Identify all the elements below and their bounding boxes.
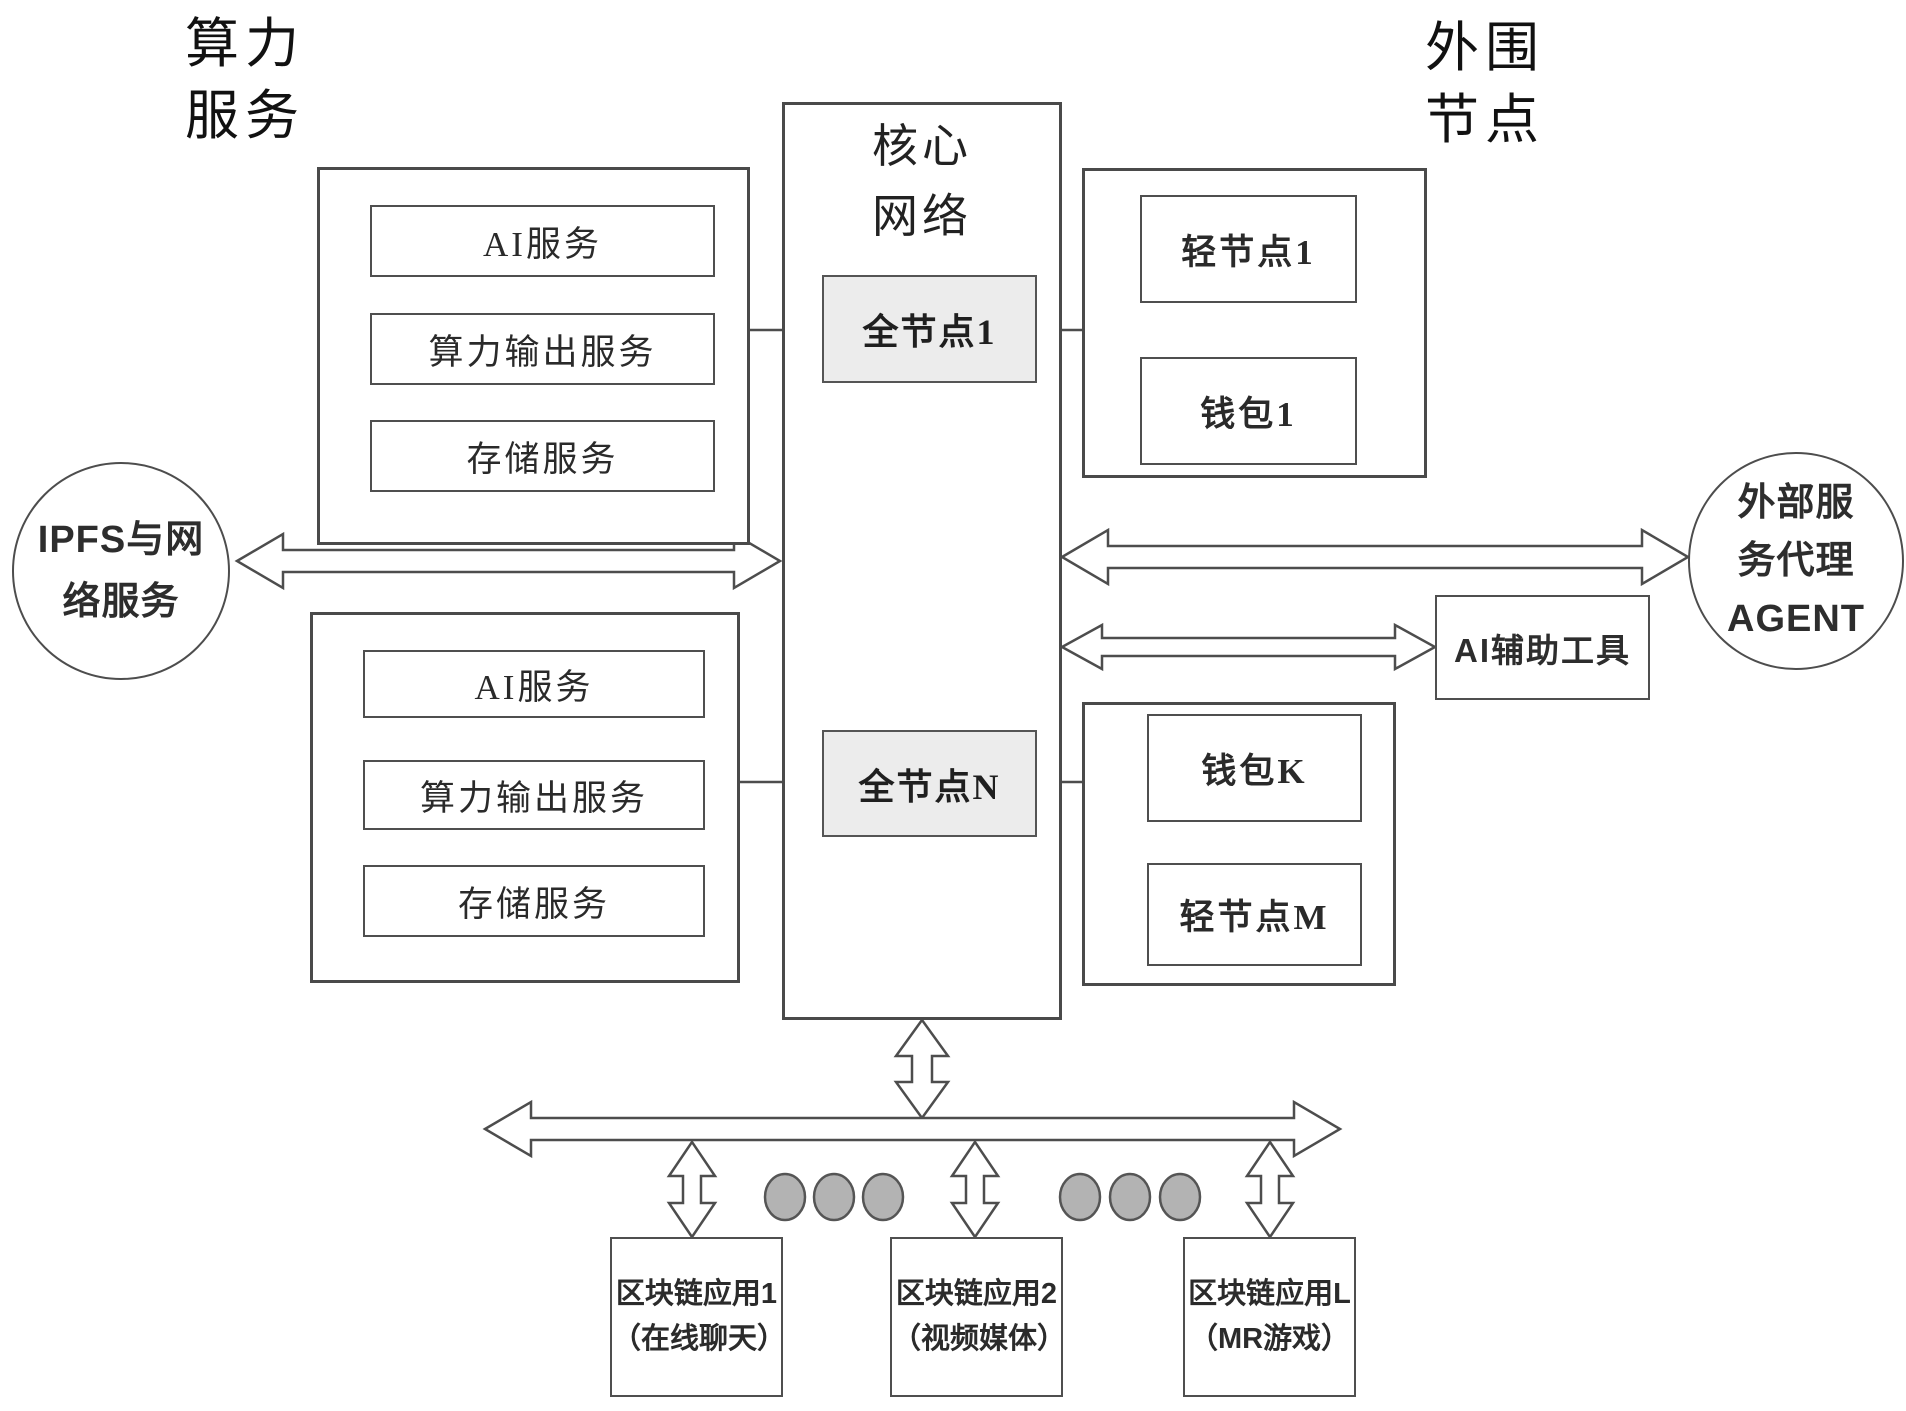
wallet-1-label: 钱包1 — [1200, 394, 1297, 434]
core-title-line1: 核心 — [872, 121, 972, 172]
bus-ellipsis-dot — [1058, 1172, 1102, 1222]
compute-top-ai-service-box: AI服务 — [370, 205, 715, 277]
header-peripheral-line2: 节点 — [1425, 90, 1545, 150]
ipfs-circle-line2: 络服务 — [62, 581, 180, 623]
header-compute-line1: 算力 — [185, 14, 305, 74]
bus-ellipsis-dot — [763, 1172, 807, 1222]
compute-top-storage-service-box: 存储服务 — [370, 420, 715, 492]
bus-ellipsis-dot — [1108, 1172, 1152, 1222]
header-compute-services: 算力 服务 — [155, 8, 335, 152]
compute-top-output-service-label: 算力输出服务 — [428, 332, 657, 372]
app-l-line2: （MR游戏） — [1188, 1323, 1351, 1355]
header-peripheral-line1: 外围 — [1425, 18, 1545, 78]
light-node-1-box: 轻节点1 — [1140, 195, 1357, 303]
blockchain-app-l-box: 区块链应用L （MR游戏） — [1183, 1237, 1356, 1397]
agent-circle-line2: 务代理 — [1737, 540, 1855, 582]
external-agent-circle: 外部服 务代理 AGENT — [1688, 452, 1904, 670]
app-1-line2: （在线聊天） — [612, 1323, 787, 1355]
blockchain-app-1-box: 区块链应用1 （在线聊天） — [610, 1237, 787, 1397]
arrow-bus-app2 — [949, 1139, 1001, 1240]
light-node-1-label: 轻节点1 — [1181, 232, 1316, 272]
blockchain-app-2-box: 区块链应用2 （视频媒体） — [890, 1237, 1067, 1397]
ai-tool-box: AI辅助工具 — [1435, 595, 1650, 700]
wallet-k-label: 钱包K — [1201, 751, 1308, 791]
ipfs-circle-line1: IPFS与网 — [37, 519, 205, 561]
arrow-core-bus — [893, 1017, 951, 1121]
arrow-app-bus — [482, 1099, 1343, 1159]
full-node-1-label: 全节点1 — [862, 312, 997, 352]
header-compute-line2: 服务 — [185, 86, 305, 146]
app-2-line1: 区块链应用2 — [895, 1278, 1058, 1310]
light-node-m-box: 轻节点M — [1147, 863, 1362, 966]
bus-ellipsis-dot — [812, 1172, 856, 1222]
wallet-1-box: 钱包1 — [1140, 357, 1357, 465]
app-l-line1: 区块链应用L — [1188, 1278, 1351, 1310]
core-network-box — [782, 102, 1062, 1020]
header-peripheral-nodes: 外围 节点 — [1400, 12, 1570, 156]
app-2-line2: （视频媒体） — [892, 1323, 1067, 1355]
arrow-bus-appl — [1244, 1139, 1296, 1240]
agent-circle-line1: 外部服 — [1737, 482, 1855, 524]
core-title-line2: 网络 — [872, 191, 972, 242]
compute-top-storage-service-label: 存储服务 — [466, 439, 619, 479]
compute-bottom-ai-service-label: AI服务 — [474, 667, 594, 707]
full-node-1-box: 全节点1 — [822, 275, 1037, 383]
bus-ellipsis-dot — [1158, 1172, 1202, 1222]
compute-bottom-ai-service-box: AI服务 — [363, 650, 705, 718]
compute-top-ai-service-label: AI服务 — [483, 224, 602, 264]
compute-bottom-output-service-box: 算力输出服务 — [363, 760, 705, 830]
full-node-n-label: 全节点N — [858, 766, 1001, 807]
compute-top-output-service-box: 算力输出服务 — [370, 313, 715, 385]
compute-bottom-storage-service-box: 存储服务 — [363, 865, 705, 937]
full-node-n-box: 全节点N — [822, 730, 1037, 837]
agent-circle-line3: AGENT — [1727, 598, 1865, 640]
ipfs-network-circle: IPFS与网 络服务 — [12, 462, 230, 680]
arrow-ipfs-core — [234, 531, 783, 591]
arrow-bus-app1 — [666, 1139, 718, 1240]
ai-tool-label: AI辅助工具 — [1454, 631, 1631, 669]
compute-bottom-storage-service-label: 存储服务 — [457, 884, 610, 924]
compute-bottom-output-service-label: 算力输出服务 — [419, 778, 648, 818]
app-1-line1: 区块链应用1 — [615, 1278, 778, 1310]
bus-ellipsis-dot — [861, 1172, 905, 1222]
core-network-title: 核心 网络 — [782, 112, 1062, 252]
arrow-core-agent — [1059, 527, 1691, 587]
arrow-core-aitool — [1059, 622, 1438, 672]
light-node-m-label: 轻节点M — [1179, 898, 1330, 937]
wallet-k-box: 钱包K — [1147, 714, 1362, 822]
